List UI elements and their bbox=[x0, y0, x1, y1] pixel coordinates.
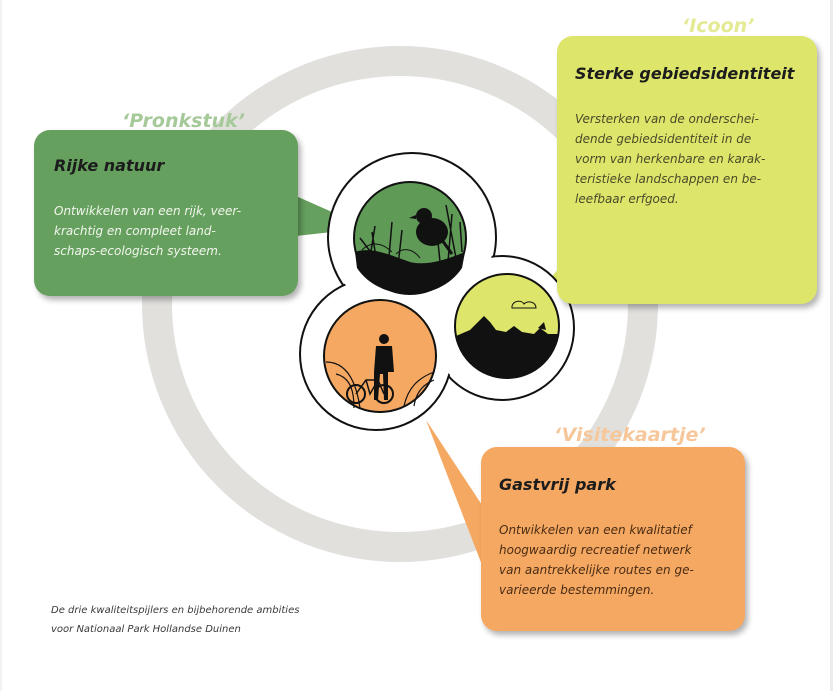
callout-title: Sterke gebiedsidentiteit bbox=[575, 64, 795, 83]
callout-rijke-natuur: Rijke natuur Ontwikkelen van een rijk, v… bbox=[34, 130, 298, 296]
callout-line: van aantrekkelijke routes en ge- bbox=[499, 563, 694, 577]
callout-line: Ontwikkelen van een rijk, veer- bbox=[54, 204, 242, 218]
callout-text: Versterken van de onderschei- dende gebi… bbox=[575, 109, 803, 209]
callout-text: Ontwikkelen van een rijk, veer- krachtig… bbox=[54, 201, 280, 261]
callout-line: leefbaar erfgoed. bbox=[575, 192, 679, 206]
callout-line: Versterken van de onderschei- bbox=[575, 112, 759, 126]
callout-sterke-gebiedsidentiteit: Sterke gebiedsidentiteit Versterken van … bbox=[557, 36, 817, 304]
callout-line: teristieke landschappen en be- bbox=[575, 172, 762, 186]
callout-title: Gastvrij park bbox=[499, 475, 616, 494]
caption-line: De drie kwaliteitspijlers en bijbehorend… bbox=[51, 605, 300, 616]
left-edge-line bbox=[0, 0, 2, 691]
callout-gastvrij-park: Gastvrij park Ontwikkelen van een kwalit… bbox=[481, 447, 745, 631]
tag-pronkstuk: ‘Pronkstuk’ bbox=[122, 110, 245, 132]
callout-line: dende gebiedsidentiteit in de bbox=[575, 132, 752, 146]
callout-line: Ontwikkelen van een kwalitatief bbox=[499, 523, 692, 537]
callout-line: schaps-ecologisch systeem. bbox=[54, 244, 222, 258]
callout-line: krachtig en compleet land- bbox=[54, 224, 216, 238]
pointer-gastvrij bbox=[426, 420, 482, 565]
figure-caption: De drie kwaliteitspijlers en bijbehorend… bbox=[51, 601, 299, 639]
callout-text: Ontwikkelen van een kwalitatief hoogwaar… bbox=[499, 520, 731, 600]
tag-visitekaartje: ‘Visitekaartje’ bbox=[554, 424, 706, 446]
bird-in-grass-icon bbox=[353, 181, 467, 295]
cyclist-on-path-icon bbox=[323, 299, 437, 413]
callout-line: vorm van herkenbare en karak- bbox=[575, 152, 766, 166]
right-edge-line bbox=[830, 0, 833, 691]
callout-title: Rijke natuur bbox=[54, 156, 165, 175]
caption-line: voor Nationaal Park Hollandse Duinen bbox=[51, 624, 241, 635]
callout-line: varieerde bestemmingen. bbox=[499, 583, 655, 597]
callout-line: hoogwaardig recreatief netwerk bbox=[499, 543, 692, 557]
tag-icoon: ‘Icoon’ bbox=[682, 15, 755, 37]
dune-landscape-icon bbox=[454, 273, 560, 379]
background-ring bbox=[142, 46, 658, 562]
